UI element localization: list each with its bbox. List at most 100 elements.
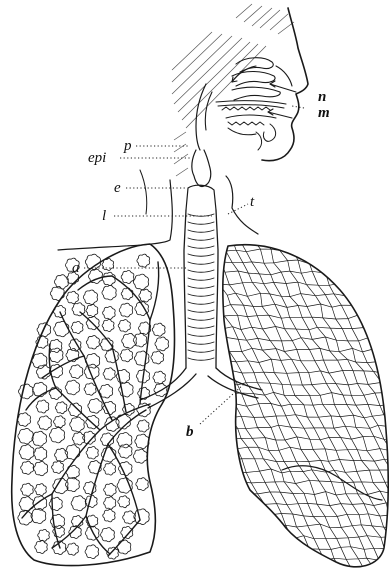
trachea-ring [188, 294, 214, 296]
lobule [102, 285, 116, 300]
lobule [52, 461, 64, 473]
lobule [83, 290, 97, 304]
lobule [54, 321, 69, 336]
trachea-ring [188, 302, 214, 304]
lobule [34, 447, 47, 460]
lobule [69, 365, 82, 379]
trachea-ring [188, 350, 214, 352]
lobule [31, 508, 46, 523]
lobule [66, 465, 79, 479]
trachea-ring [188, 326, 214, 328]
trachea-ring [188, 270, 214, 272]
lobule [70, 417, 85, 432]
trachea-ring [188, 318, 214, 320]
lobule [55, 402, 67, 414]
lobule [19, 445, 34, 460]
lobule [118, 444, 132, 458]
lobule [105, 349, 118, 363]
larynx [186, 185, 216, 210]
lobule [18, 428, 33, 444]
alveolar-mesh [218, 238, 389, 574]
lobule [135, 434, 149, 448]
lobule [121, 526, 133, 538]
lobule [84, 383, 96, 395]
pharynx-wall-inner [205, 92, 212, 130]
lobule [33, 382, 47, 396]
lobule [19, 384, 34, 399]
right-lung [218, 238, 389, 574]
face-profile [262, 8, 308, 161]
lobule [86, 304, 98, 316]
lobule [49, 348, 63, 362]
label-e: e [114, 180, 121, 196]
lobule [103, 368, 115, 380]
lobule [71, 496, 86, 511]
trachea-ring [188, 262, 214, 264]
bronchial-tree [22, 262, 159, 556]
head-section [58, 4, 308, 250]
lobule [19, 497, 33, 512]
epiglottis [192, 150, 211, 187]
lobule [65, 380, 79, 395]
lobule [50, 286, 64, 300]
trachea-ring [188, 230, 214, 232]
lobule [66, 291, 78, 303]
lobule [119, 303, 132, 317]
lobule [17, 413, 30, 427]
lobule [36, 400, 49, 413]
airflow-arrows [232, 66, 296, 118]
lobule [35, 484, 47, 496]
lobule [86, 336, 99, 349]
lobule [134, 509, 149, 525]
lobule [85, 545, 99, 559]
lobule [102, 272, 115, 285]
lobule [133, 449, 147, 463]
lobule [66, 543, 78, 555]
lobule [102, 258, 114, 270]
lobule [35, 541, 48, 554]
lobule [68, 403, 81, 417]
trachea-ring [188, 334, 214, 336]
lobule [104, 463, 116, 475]
lobule [152, 323, 165, 336]
lobule [71, 321, 83, 333]
lobule [133, 333, 146, 347]
lobule [34, 461, 48, 475]
lobule [21, 461, 34, 474]
lobule [133, 274, 148, 289]
neck-contour [140, 170, 147, 214]
label-p: p [123, 138, 132, 154]
lobule [118, 496, 130, 508]
lobule [139, 289, 152, 302]
trachea-ring [188, 342, 214, 344]
trachea-ring [188, 278, 214, 280]
lobule [102, 319, 114, 331]
lobule [118, 462, 132, 476]
pharynx-wall [196, 84, 206, 150]
lobule [69, 526, 82, 539]
lobule [138, 387, 150, 399]
left-lung-dissected [12, 244, 175, 566]
lobule [103, 509, 115, 522]
trachea-ring [188, 238, 214, 240]
bronchi [140, 368, 262, 408]
lobule [101, 447, 116, 462]
trachea-ring [188, 222, 214, 224]
trachea-ring [188, 254, 214, 256]
nasal-turbinates [232, 58, 292, 100]
lobule [120, 349, 133, 362]
label-b: b [186, 424, 194, 440]
lobule [65, 477, 79, 491]
lobule [49, 427, 64, 442]
lobule [21, 483, 34, 496]
label-a: a [72, 260, 80, 276]
label-m: m [318, 105, 330, 121]
lobule [53, 416, 65, 428]
trachea-ring [188, 246, 214, 248]
label-t: t [250, 194, 255, 210]
lobule [101, 528, 115, 542]
lobule [137, 254, 150, 267]
lobule [122, 333, 137, 348]
trachea [184, 210, 218, 368]
